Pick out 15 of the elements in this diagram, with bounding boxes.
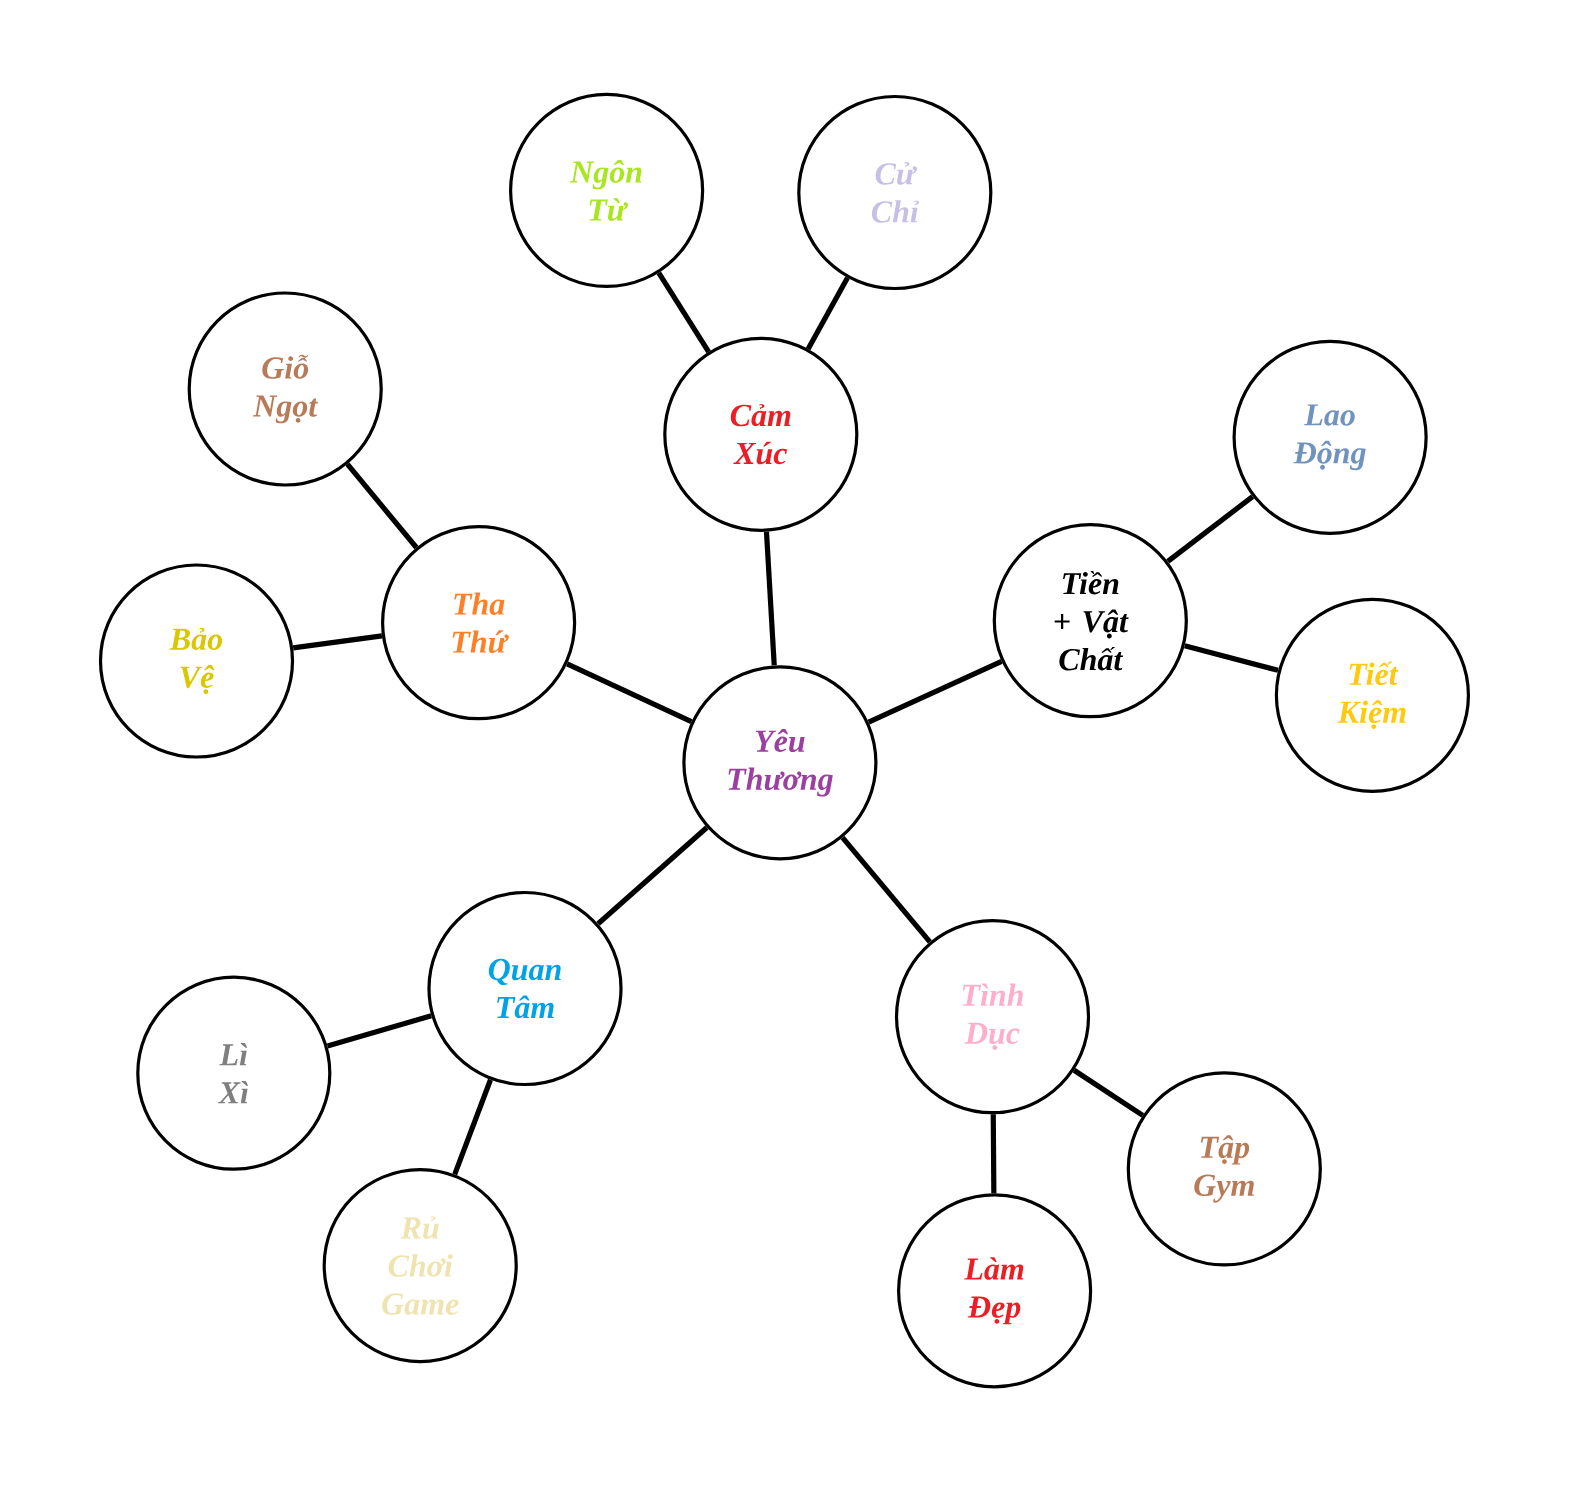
connector-line	[345, 462, 419, 550]
connector-line	[566, 661, 693, 724]
connector-line	[326, 1013, 432, 1049]
connector-line	[867, 658, 1003, 725]
connector-line	[840, 835, 932, 944]
connector-line	[1072, 1068, 1145, 1118]
connector-line	[805, 276, 850, 351]
connector-line	[763, 531, 777, 666]
connector-line	[656, 271, 711, 354]
connector-line	[990, 1114, 997, 1194]
connector-line	[1166, 494, 1255, 564]
connector-line	[596, 825, 709, 926]
connector-line	[1184, 643, 1279, 673]
connector-line	[452, 1078, 493, 1176]
connector-line	[292, 633, 383, 651]
